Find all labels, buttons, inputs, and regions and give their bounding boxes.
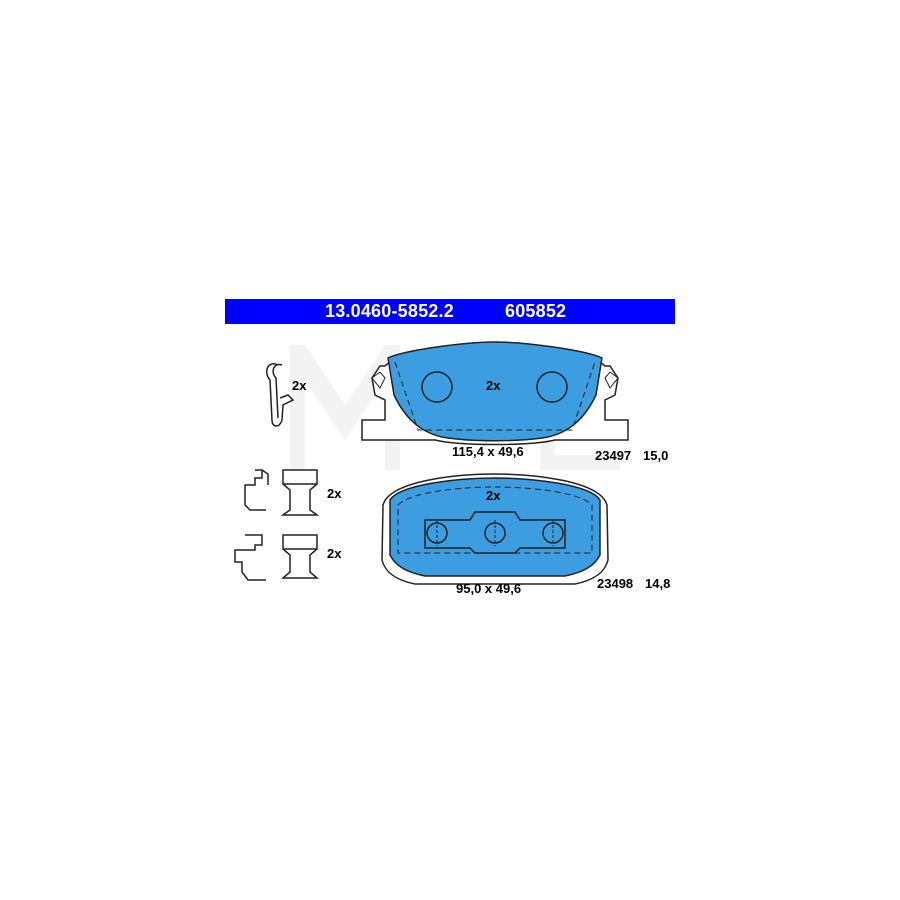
- brake-pad-rear-drawing: [381, 473, 609, 585]
- pad-2-hidden-outline: [397, 486, 593, 554]
- reference-number: 605852: [505, 301, 567, 321]
- clip-top-quantity: 2x: [327, 486, 342, 501]
- guide-clip-top-drawing: [244, 469, 320, 516]
- part-number-header: 13.0460-5852.2 605852: [225, 299, 675, 324]
- pad-2-thickness: 14,8: [645, 576, 671, 591]
- guide-clip-bottom-drawing: [234, 534, 320, 581]
- clip-bottom-quantity: 2x: [327, 546, 342, 561]
- pad-2-wva-number: 23498: [597, 576, 634, 591]
- pad-2-dimensions: 95,0 x 49,6: [456, 581, 522, 596]
- pad-1-wva-number: 23497: [595, 448, 632, 463]
- brake-pad-front-drawing: [361, 341, 629, 446]
- pad-1-friction-lining: [387, 341, 603, 442]
- spring-quantity: 2x: [292, 378, 307, 393]
- pad-1-thickness: 15,0: [643, 448, 669, 463]
- pad-2-quantity: 2x: [486, 488, 501, 503]
- pad-1-right-boss: [536, 371, 568, 403]
- pad-1-dimensions: 115,4 x 49,6: [452, 444, 524, 459]
- pad-2-center-bracket: [424, 511, 566, 554]
- pad-1-hidden-outline: [394, 361, 596, 431]
- anti-rattle-spring-drawing: [266, 363, 295, 427]
- pad-1-quantity: 2x: [486, 378, 501, 393]
- article-number: 13.0460-5852.2: [325, 301, 454, 321]
- pad-1-left-boss: [421, 371, 453, 403]
